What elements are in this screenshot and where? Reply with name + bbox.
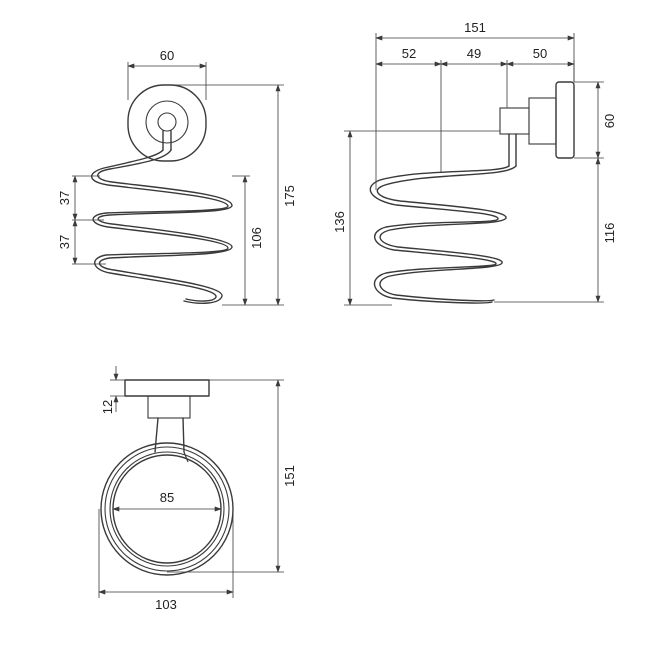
top-ring-outer-2 bbox=[104, 446, 230, 572]
front-flange-ring bbox=[145, 100, 189, 144]
top-flange bbox=[147, 395, 191, 419]
side-segment-1-label: 52 bbox=[402, 46, 416, 61]
side-arm-block bbox=[499, 107, 530, 135]
side-wall-plate bbox=[555, 81, 575, 159]
front-pitch-1-label: 37 bbox=[57, 191, 72, 205]
front-spiral-height-label: 106 bbox=[249, 227, 264, 249]
front-spiral bbox=[91, 149, 233, 304]
front-view: 60 37 37 106 175 bbox=[57, 48, 297, 306]
top-wall-plate bbox=[124, 379, 210, 397]
top-wire-end bbox=[183, 451, 189, 463]
front-total-height-label: 175 bbox=[282, 185, 297, 207]
side-segment-2-label: 49 bbox=[467, 46, 481, 61]
side-wire-drop bbox=[508, 133, 517, 167]
side-flange bbox=[528, 97, 557, 145]
side-spiral bbox=[369, 165, 517, 304]
top-total-depth-label: 151 bbox=[282, 465, 297, 487]
front-fixing-hole bbox=[157, 112, 177, 132]
side-height-left-label: 136 bbox=[332, 211, 347, 233]
front-wire-neck bbox=[162, 130, 172, 151]
side-segment-3-label: 50 bbox=[533, 46, 547, 61]
side-height-right-label: 116 bbox=[602, 223, 617, 244]
side-total-length-label: 151 bbox=[464, 20, 486, 35]
top-outer-diameter-label: 103 bbox=[155, 597, 177, 612]
top-plate-depth-label: 12 bbox=[100, 400, 115, 414]
top-wire-neck bbox=[154, 417, 185, 453]
front-pitch-2-label: 37 bbox=[57, 235, 72, 249]
side-view: 151 52 49 50 60 116 136 bbox=[332, 20, 617, 306]
front-width-label: 60 bbox=[160, 48, 174, 63]
top-ring-inner bbox=[109, 451, 225, 567]
side-plate-height-label: 60 bbox=[602, 114, 617, 128]
top-inner-diameter-label: 85 bbox=[160, 490, 174, 505]
top-view: 12 85 103 151 bbox=[98, 366, 297, 612]
front-wall-plate bbox=[127, 84, 207, 162]
